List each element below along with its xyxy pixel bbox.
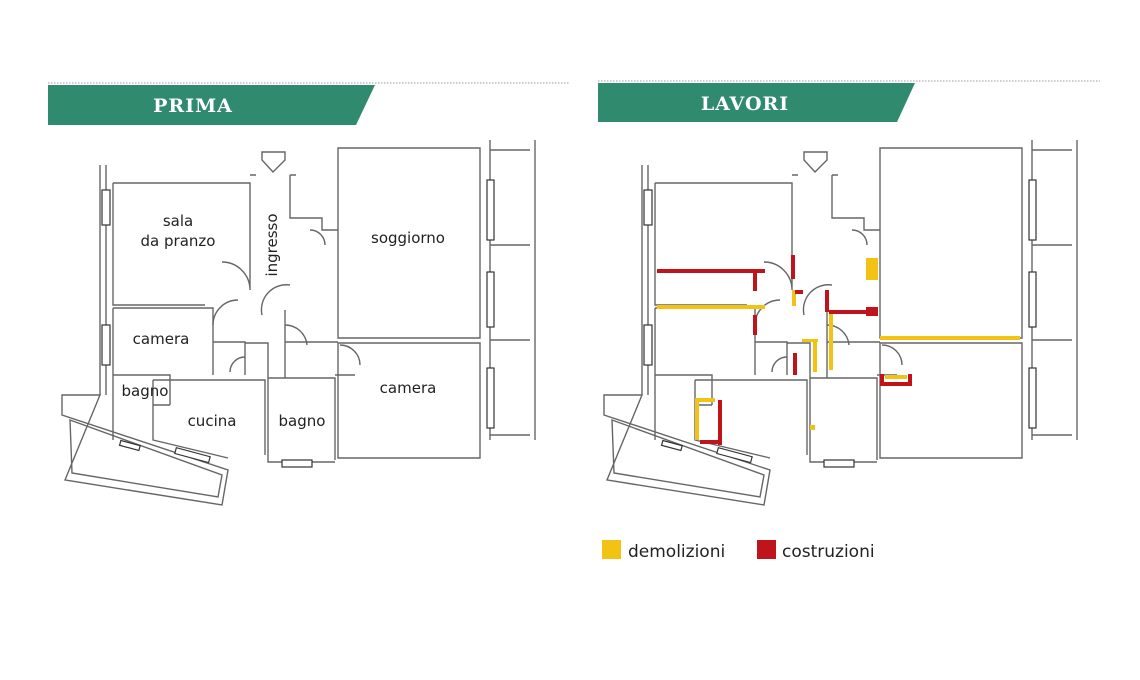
room-label-soggiorno: soggiorno: [371, 229, 445, 247]
lavori-title: LAVORI: [701, 93, 789, 115]
floor-plan-works: [603, 139, 1078, 506]
construction-walls: [657, 255, 912, 445]
legend-swatch-constructions: [757, 540, 776, 559]
legend-label-constructions: costruzioni: [782, 542, 875, 562]
legend: demolizioni costruzioni: [602, 540, 875, 562]
prima-title: PRIMA: [153, 95, 233, 117]
floor-plan-before: sala da pranzo ingresso soggiorno camera…: [61, 139, 536, 506]
legend-swatch-demolitions: [602, 540, 621, 559]
room-label-bagno-right: bagno: [279, 412, 326, 430]
prima-banner: [48, 85, 375, 125]
lavori-banner: [598, 83, 915, 122]
room-label-sala-2: da pranzo: [141, 232, 216, 250]
legend-label-demolitions: demolizioni: [628, 542, 725, 562]
room-label-camera-left: camera: [133, 330, 190, 348]
room-label-cucina: cucina: [188, 412, 237, 430]
room-label-ingresso: ingresso: [263, 213, 281, 276]
room-label-sala: sala: [163, 212, 193, 230]
room-label-camera-right: camera: [380, 379, 437, 397]
room-label-bagno-left: bagno: [122, 382, 169, 400]
demolition-walls: [657, 258, 1020, 440]
